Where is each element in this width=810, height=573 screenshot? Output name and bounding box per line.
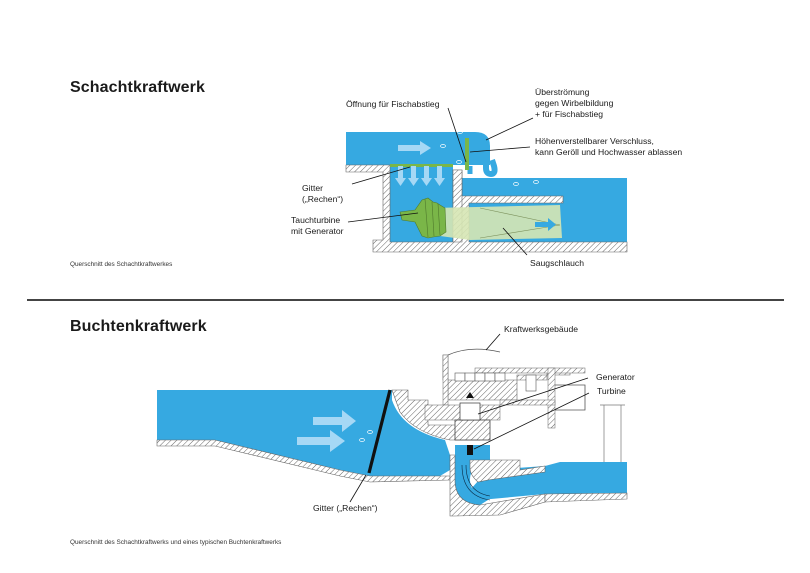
outlet-block: [469, 459, 546, 483]
bay-flow-arrow-1: [313, 410, 356, 432]
powerhouse-wall-left: [442, 354, 449, 406]
bay-fish-icons: [359, 430, 373, 442]
generator-base: [454, 419, 491, 441]
door: [525, 374, 537, 392]
leader-lines-section2: [349, 333, 590, 503]
section-title-buchtenkraftwerk: Buchtenkraftwerk: [70, 318, 207, 335]
draft-tube-lines: [461, 464, 491, 501]
caption-buchtenkraftwerk: Querschnitt des Schachtkraftwerks und ei…: [70, 539, 282, 546]
window-row: [454, 372, 506, 382]
leader-lines-section1: [347, 107, 534, 256]
powerhouse-wall-mid: [547, 367, 556, 429]
section-divider: [27, 299, 784, 301]
label-tauchturbine: Tauchturbine mit Generator: [291, 215, 344, 236]
bay-flow-arrow-2: [297, 430, 345, 452]
powerhouse-roof: [474, 367, 586, 374]
roof-dome: [447, 348, 501, 356]
label-gitter-schacht: Gitter („Rechen“): [302, 183, 344, 204]
buchtenkraftwerk-diagram: [156, 333, 628, 517]
label-ueberstroemung: Überströmung gegen Wirbelbildung + für F…: [535, 87, 614, 119]
flow-arrows-down: [395, 166, 445, 186]
rake-gitter: [390, 164, 453, 167]
label-oeffnung-fischabstieg: Öffnung für Fischabstieg: [346, 99, 440, 109]
caption-schachtkraftwerk: Querschnitt des Schachtkraftwerkes: [70, 261, 173, 268]
foundation-block: [449, 454, 546, 517]
section-title-schachtkraftwerk: Schachtkraftwerk: [70, 79, 205, 96]
powerhouse-floor: [499, 399, 556, 406]
fish-icons: [440, 130, 539, 186]
gate-verschluss: [465, 138, 469, 170]
label-verschluss: Höhenverstellbarer Verschluss, kann Gerö…: [535, 136, 683, 157]
side-building: [555, 384, 586, 411]
generator-unit: [459, 402, 481, 421]
right-pier: [600, 404, 625, 462]
crane-hook: [466, 392, 474, 398]
bay-tailbed: [544, 492, 628, 503]
outflow-arrow: [535, 218, 556, 231]
label-turbine: Turbine: [597, 386, 626, 396]
label-saugschlauch: Saugschlauch: [530, 258, 584, 268]
overflow-jet: [477, 135, 498, 178]
draft-tube: [432, 205, 562, 240]
turbine-runner: [467, 445, 473, 455]
flow-arrow-right: [398, 141, 431, 155]
label-generator: Generator: [596, 372, 635, 382]
label-kraftwerksgebaeude: Kraftwerksgebäude: [504, 324, 579, 334]
bay-headwater: [157, 390, 450, 476]
schachtkraftwerk-diagram: [345, 107, 628, 256]
rake-gitter-bay: [367, 389, 392, 474]
label-gitter-bucht: Gitter („Rechen“): [313, 503, 378, 513]
